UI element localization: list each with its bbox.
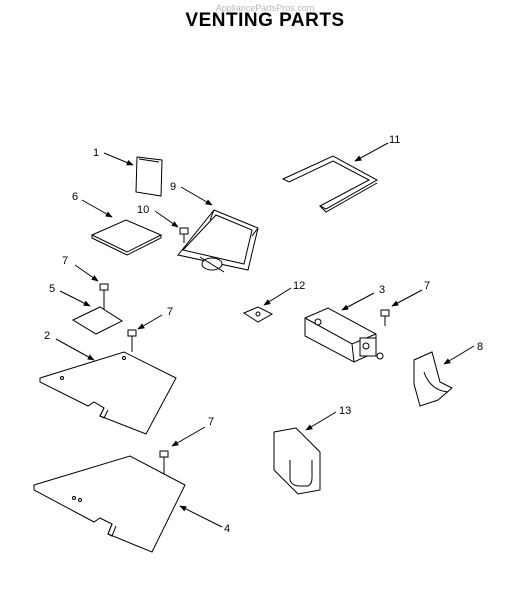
leader-4 [179,505,223,528]
callout-5: 5 [49,283,55,295]
watermark: AppliancePartsPros.com [215,3,315,13]
leader-13 [305,411,337,431]
callout-7-b: 7 [167,306,173,318]
page-title: VENTING PARTS [185,10,345,31]
leader-7-a [74,264,99,282]
part-7-screw-c[interactable] [380,309,390,326]
callout-9: 9 [170,181,176,193]
leader-8 [443,345,475,365]
leader-2 [55,338,95,361]
part-10-channel[interactable] [281,155,379,213]
leader-9 [180,186,213,206]
callout-12: 10 [137,204,149,216]
part-5-gasket[interactable] [71,306,124,335]
part-7-screw-b[interactable] [127,329,137,352]
part-3-vent-motor[interactable] [304,307,384,363]
callout-7-d: 7 [208,416,214,428]
part-4-bottom-baffle[interactable] [33,455,186,553]
leader-1 [103,152,134,166]
callout-4: 4 [224,523,230,535]
callout-7-c: 7 [424,280,430,292]
part-6-cover[interactable] [90,219,163,256]
part-11-bracket[interactable] [242,306,274,323]
leader-3 [341,292,375,311]
callout-2: 2 [44,330,50,342]
callout-6: 6 [72,191,78,203]
leader-6 [81,199,113,218]
part-13-plate[interactable] [273,427,321,495]
part-2-baffle[interactable] [39,351,177,435]
callout-3: 3 [379,284,385,296]
callout-10: 11 [389,134,400,146]
part-8-bracket[interactable] [413,351,453,407]
leader-12 [154,210,179,228]
callout-7-a: 7 [62,255,68,267]
leader-7-d [171,426,206,447]
callout-11: 12 [293,280,305,292]
leader-11 [263,287,292,306]
callout-1: 1 [93,147,99,159]
leader-7-b [137,314,163,330]
leader-7-c [391,289,423,307]
leader-5 [59,290,91,307]
callout-8: 8 [477,341,483,353]
part-12-screw[interactable] [179,227,189,243]
part-1-panel[interactable] [135,156,163,197]
leader-10 [354,142,389,162]
callout-13: 13 [339,405,351,417]
part-9-vent-housing[interactable] [177,209,259,273]
